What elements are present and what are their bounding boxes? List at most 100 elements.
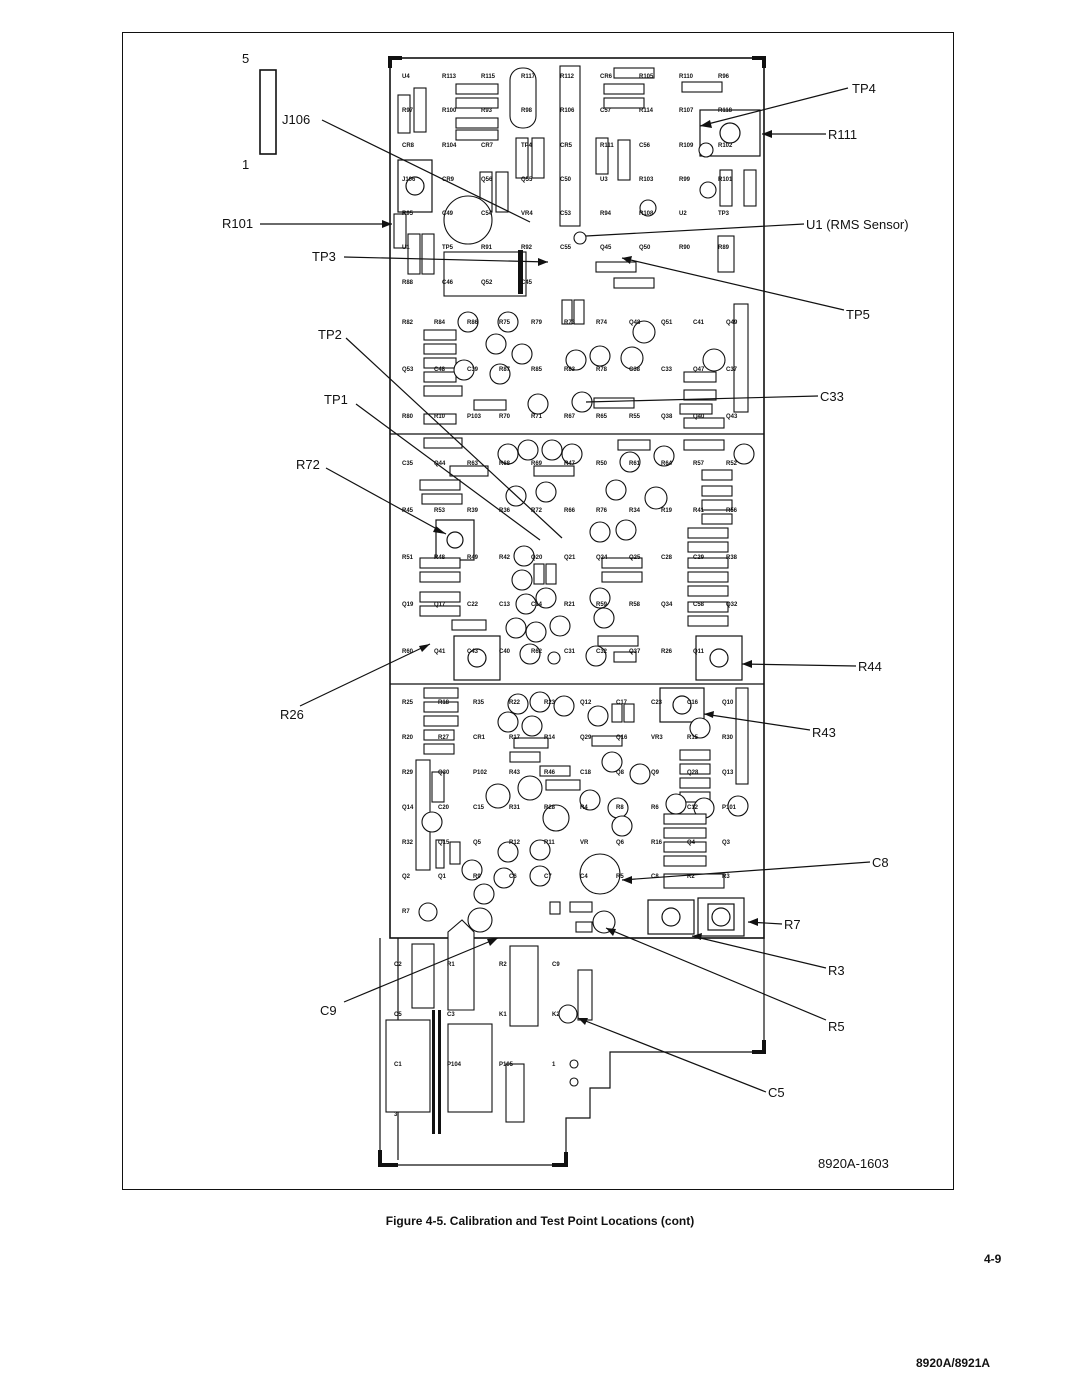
leader-tp4 (699, 87, 849, 127)
leader-r72 (325, 467, 447, 535)
callout-r43: R43 (812, 725, 836, 740)
component-label-bottom-section: Q13 (722, 770, 734, 776)
component-label-top-section: R89 (718, 245, 730, 251)
component-label-middle-section: Q17 (434, 602, 446, 608)
component-label-bottom-section: R27 (438, 735, 450, 741)
callout-tp5: TP5 (846, 307, 870, 322)
component-label-middle-section: Q24 (596, 555, 608, 561)
callout-r26: R26 (280, 707, 304, 722)
component-label-bottom-section: R12 (509, 840, 521, 846)
component-label-top-section: R104 (442, 143, 457, 149)
component-label-lower-area: C5 (394, 1012, 402, 1018)
component-label-top-section: TP3 (718, 211, 730, 217)
component-label-top-section: C55 (560, 245, 572, 251)
leader-tp5 (621, 257, 845, 311)
callout-tp3: TP3 (312, 249, 336, 264)
component-label-bottom-section: R25 (402, 700, 414, 706)
component-label-middle-section: C28 (661, 555, 673, 561)
component-label-bottom-section: Q9 (651, 770, 660, 776)
component-label-middle-section: Q21 (564, 555, 576, 561)
component-label-top-section: C45 (521, 280, 533, 286)
component-label-top-section: TP5 (442, 245, 454, 251)
component-label-middle-section: R64 (661, 461, 673, 467)
component-label-middle-section: Q51 (661, 320, 673, 326)
middle-section-components (419, 303, 755, 681)
component-label-bottom-section: C12 (687, 805, 699, 811)
component-label-middle-section: R48 (434, 555, 446, 561)
component-label-middle-section: R78 (596, 367, 608, 373)
component-label-middle-section: R59 (596, 602, 608, 608)
component-label-middle-section: R34 (629, 508, 641, 514)
component-label-middle-section: Q41 (434, 649, 446, 655)
connector-strip (259, 69, 277, 155)
component-label-middle-section: C41 (693, 320, 705, 326)
component-label-lower-area: C3 (447, 1012, 455, 1018)
component-label-top-section: CR6 (600, 74, 613, 80)
component-label-top-section: R115 (481, 74, 496, 80)
component-label-top-section: CR8 (402, 143, 415, 149)
component-label-top-section: R113 (442, 74, 457, 80)
component-label-middle-section: Q47 (693, 367, 705, 373)
component-label-bottom-section: R23 (544, 700, 556, 706)
component-label-bottom-section: P102 (473, 770, 488, 776)
component-label-top-section: R106 (560, 108, 575, 114)
component-label-top-section: R103 (639, 177, 654, 183)
component-label-top-section: C49 (442, 211, 454, 217)
component-label-middle-section: R82 (402, 320, 414, 326)
component-label-lower-area: P105 (499, 1062, 514, 1068)
component-label-top-section: R96 (718, 74, 730, 80)
component-label-bottom-section: R28 (544, 805, 556, 811)
component-label-top-section: R101 (718, 177, 733, 183)
component-label-top-section: U3 (600, 177, 608, 183)
component-label-bottom-section: Q29 (580, 735, 592, 741)
component-label-middle-section: C32 (596, 649, 608, 655)
component-label-middle-section: R10 (434, 414, 446, 420)
component-label-middle-section: R65 (596, 414, 608, 420)
component-label-middle-section: C40 (499, 649, 511, 655)
component-label-bottom-section: Q4 (687, 840, 696, 846)
component-label-bottom-section: R9 (473, 874, 481, 880)
component-label-top-section: R98 (521, 108, 533, 114)
component-label-top-section: R117 (521, 74, 536, 80)
callout-r111: R111 (828, 127, 858, 142)
component-label-lower-area: K1 (499, 1012, 507, 1018)
component-label-bottom-section: C23 (651, 700, 663, 706)
component-label-top-section: C50 (560, 177, 572, 183)
drawing-number: 8920A-1603 (818, 1156, 889, 1171)
component-label-middle-section: P103 (467, 414, 482, 420)
component-label-lower-area: R1 (447, 962, 455, 968)
callout-tp1: TP1 (324, 392, 348, 407)
component-label-bottom-section: R18 (438, 700, 450, 706)
component-label-bottom-section: Q16 (616, 735, 628, 741)
component-label-top-section: R118 (718, 108, 733, 114)
leader-c33 (585, 395, 819, 403)
leader-c8 (621, 861, 871, 881)
component-label-middle-section: Q40 (693, 414, 705, 420)
component-label-bottom-section: R30 (722, 735, 734, 741)
top-section-components (393, 65, 761, 325)
component-label-middle-section: R68 (499, 461, 511, 467)
component-label-middle-section: R66 (564, 508, 576, 514)
component-label-top-section: VR4 (521, 211, 533, 217)
component-label-middle-section: R79 (531, 320, 543, 326)
connector-pin-top: 5 (242, 51, 250, 66)
component-label-top-section: R95 (402, 211, 414, 217)
leader-c5 (577, 1017, 767, 1093)
component-label-middle-section: C38 (629, 367, 641, 373)
component-label-top-section: C54 (481, 211, 493, 217)
component-label-lower-area: 1 (552, 1062, 556, 1068)
component-label-middle-section: R83 (564, 367, 576, 373)
component-label-top-section: TP4 (521, 143, 533, 149)
component-label-middle-section: R62 (531, 649, 543, 655)
callout-r101: R101 (222, 216, 254, 231)
component-label-top-section: R111 (600, 143, 614, 149)
component-label-middle-section: C48 (434, 367, 446, 373)
component-label-middle-section: R55 (629, 414, 641, 420)
component-label-bottom-section: R17 (509, 735, 521, 741)
leader-c9 (343, 937, 499, 1003)
component-label-bottom-section: R2 (687, 874, 695, 880)
component-label-middle-section: Q32 (726, 602, 738, 608)
component-label-bottom-section: Q14 (402, 805, 414, 811)
component-label-bottom-section: CR1 (473, 735, 486, 741)
